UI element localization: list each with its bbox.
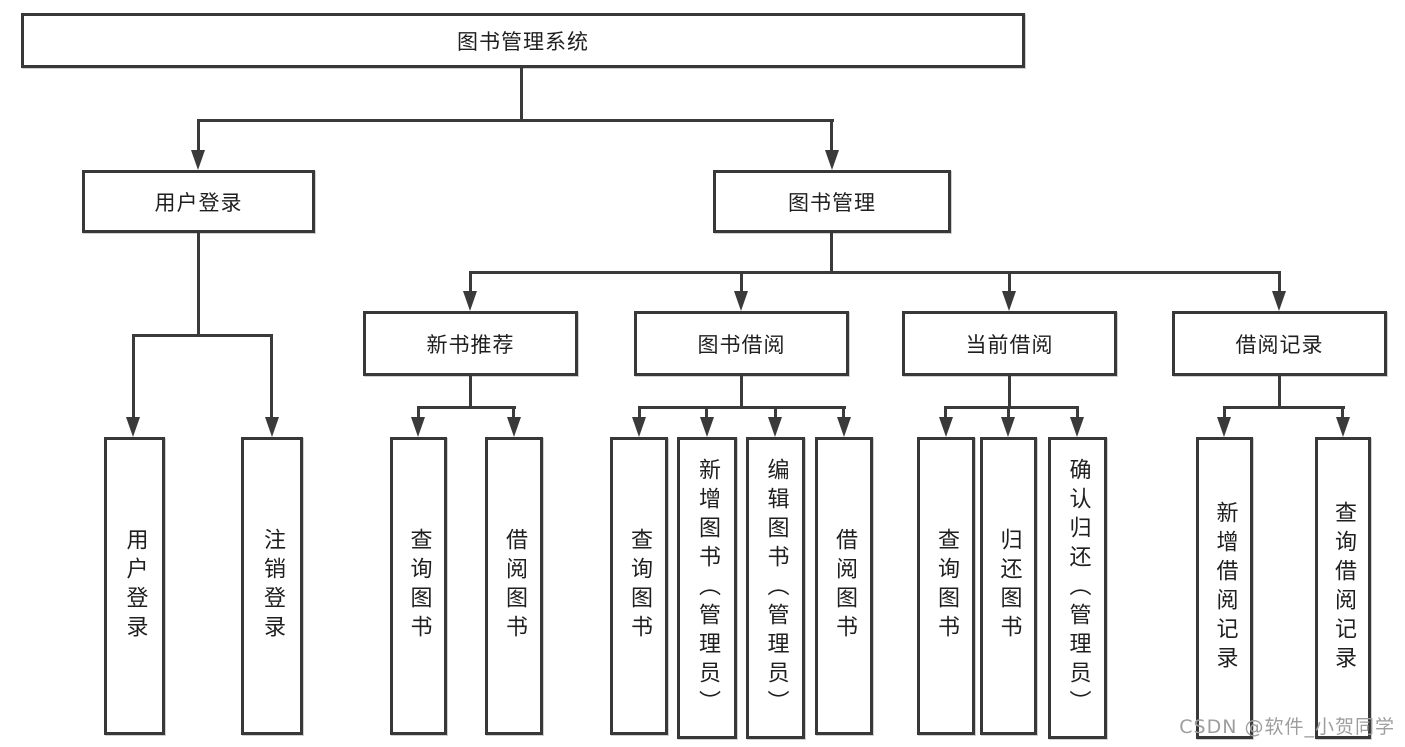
connector-line	[469, 271, 1281, 274]
connector-line	[944, 406, 947, 419]
node-book-management: 图书管理	[713, 170, 951, 233]
leaf-query-books-1-label: 查询图书	[406, 528, 432, 644]
connector-line	[638, 406, 641, 419]
node-borrow-records-label: 借阅记录	[1235, 332, 1324, 357]
leaf-query-borrow-record: 查询借阅记录	[1315, 437, 1371, 739]
connector-line	[417, 406, 420, 419]
node-user-login: 用户登录	[82, 170, 315, 233]
arrowhead-down-icon	[1272, 291, 1286, 311]
connector-line	[270, 334, 273, 420]
connector-line	[1341, 406, 1344, 419]
leaf-query-books-3-label: 查询图书	[934, 528, 959, 644]
leaf-confirm-return-admin-label: 确认归还（管理员）	[1065, 457, 1091, 719]
leaf-add-books-admin: 新增图书（管理员）	[677, 437, 737, 739]
csdn-watermark: CSDN @软件_小贺同学	[1179, 716, 1395, 738]
leaf-logout-label: 注销登录	[260, 528, 285, 644]
connector-line	[774, 406, 777, 419]
connector-line	[197, 119, 834, 122]
connector-line	[1008, 271, 1011, 293]
arrowhead-down-icon	[734, 291, 748, 311]
arrowhead-down-icon	[632, 417, 646, 437]
arrowhead-down-icon	[939, 417, 953, 437]
arrowhead-down-icon	[507, 417, 521, 437]
leaf-add-borrow-record-label: 新增借阅记录	[1212, 501, 1238, 675]
leaf-user-login-label: 用户登录	[122, 528, 148, 644]
leaf-query-borrow-record-label: 查询借阅记录	[1331, 501, 1356, 675]
node-new-book-recommend-label: 新书推荐	[426, 332, 515, 357]
connector-line	[638, 406, 846, 409]
leaf-add-borrow-record: 新增借阅记录	[1196, 437, 1253, 739]
node-root: 图书管理系统	[21, 13, 1025, 68]
leaf-return-books: 归还图书	[980, 437, 1037, 735]
leaf-return-books-label: 归还图书	[996, 528, 1022, 644]
connector-line	[740, 376, 743, 408]
leaf-add-books-admin-label: 新增图书（管理员）	[695, 457, 720, 719]
connector-line	[512, 406, 515, 419]
arrowhead-down-icon	[265, 417, 279, 437]
connector-line	[132, 334, 273, 337]
connector-line	[705, 406, 708, 419]
leaf-query-books-1: 查询图书	[390, 437, 447, 735]
connector-line	[469, 376, 472, 408]
leaf-borrow-books-1: 借阅图书	[485, 437, 543, 735]
connector-line	[740, 271, 743, 293]
arrowhead-down-icon	[700, 417, 714, 437]
leaf-edit-books-admin-label: 编辑图书（管理员）	[763, 457, 789, 719]
connector-line	[1008, 376, 1011, 408]
arrowhead-down-icon	[837, 417, 851, 437]
node-root-label: 图书管理系统	[457, 29, 589, 54]
connector-line	[1076, 406, 1079, 419]
connector-line	[830, 119, 833, 152]
node-borrow-records: 借阅记录	[1172, 311, 1387, 376]
arrowhead-down-icon	[768, 417, 782, 437]
connector-line	[417, 406, 516, 409]
arrowhead-down-icon	[1217, 417, 1231, 437]
arrowhead-down-icon	[1001, 417, 1015, 437]
leaf-borrow-books-1-label: 借阅图书	[502, 528, 527, 644]
arrowhead-down-icon	[126, 417, 140, 437]
connector-line	[830, 233, 833, 273]
arrowhead-down-icon	[825, 150, 839, 170]
connector-line	[944, 406, 1079, 409]
leaf-logout: 注销登录	[241, 437, 303, 735]
node-new-book-recommend: 新书推荐	[363, 311, 578, 376]
arrowhead-down-icon	[1070, 417, 1084, 437]
arrowhead-down-icon	[463, 291, 477, 311]
connector-line	[1223, 406, 1345, 409]
node-current-borrow: 当前借阅	[902, 311, 1117, 376]
leaf-query-books-3: 查询图书	[917, 437, 975, 735]
leaf-query-books-2-label: 查询图书	[627, 528, 652, 644]
connector-line	[132, 334, 135, 420]
node-book-management-label: 图书管理	[788, 190, 876, 215]
connector-line	[520, 68, 523, 122]
leaf-edit-books-admin: 编辑图书（管理员）	[746, 437, 805, 739]
node-current-borrow-label: 当前借阅	[965, 332, 1054, 357]
leaf-borrow-books-2: 借阅图书	[815, 437, 873, 735]
arrowhead-down-icon	[191, 150, 205, 170]
node-user-login-label: 用户登录	[154, 190, 243, 215]
leaf-borrow-books-2-label: 借阅图书	[832, 528, 857, 644]
connector-line	[1278, 271, 1281, 293]
connector-line	[197, 233, 200, 336]
connector-line	[197, 119, 200, 152]
connector-line	[842, 406, 845, 419]
connector-line	[1223, 406, 1226, 419]
leaf-confirm-return-admin: 确认归还（管理员）	[1048, 437, 1107, 739]
connector-line	[1278, 376, 1281, 408]
arrowhead-down-icon	[411, 417, 425, 437]
arrowhead-down-icon	[1002, 291, 1016, 311]
node-book-borrow: 图书借阅	[634, 311, 849, 376]
node-book-borrow-label: 图书借阅	[697, 332, 786, 357]
leaf-user-login: 用户登录	[104, 437, 165, 735]
connector-line	[469, 271, 472, 293]
leaf-query-books-2: 查询图书	[610, 437, 668, 735]
arrowhead-down-icon	[1336, 417, 1350, 437]
connector-line	[1007, 406, 1010, 419]
